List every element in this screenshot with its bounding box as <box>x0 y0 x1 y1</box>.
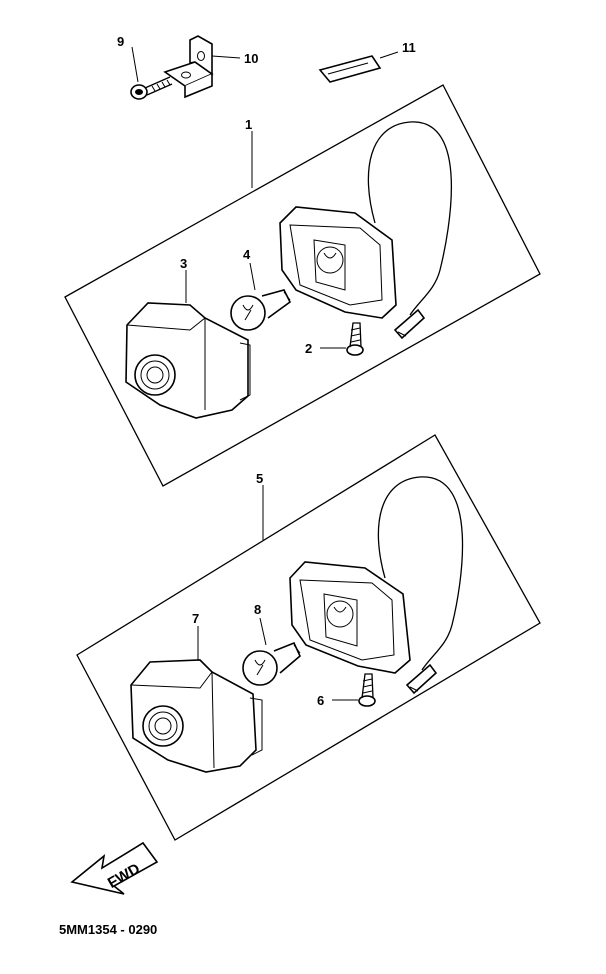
callout-7: 7 <box>192 611 199 626</box>
housing-lower <box>289 561 411 674</box>
lower-assembly-frame <box>76 434 541 841</box>
callout-6: 6 <box>317 693 324 708</box>
bulb-part-8 <box>242 641 301 686</box>
lens-part-7 <box>130 659 263 773</box>
callout-2: 2 <box>305 341 312 356</box>
bracket-part-10 <box>163 35 214 99</box>
tag-part-11 <box>318 55 382 83</box>
drawing-code: 5MM1354 - 0290 <box>59 922 157 937</box>
callout-9: 9 <box>117 34 124 49</box>
wire-upper <box>367 121 453 340</box>
callout-10: 10 <box>244 51 258 66</box>
bulb-part-4 <box>230 289 292 331</box>
upper-assembly-frame <box>64 84 541 487</box>
forward-arrow-icon: FWD <box>70 841 159 895</box>
callout-3: 3 <box>180 256 187 271</box>
screw-part-6 <box>358 673 376 707</box>
lens-part-3 <box>125 302 251 419</box>
screw-part-2 <box>346 322 364 356</box>
callout-1: 1 <box>245 117 252 132</box>
callout-11: 11 <box>402 40 416 55</box>
callout-5: 5 <box>256 471 263 486</box>
callout-4: 4 <box>243 247 251 262</box>
callout-8: 8 <box>254 602 261 617</box>
screw-part-9 <box>130 76 173 100</box>
housing-upper <box>279 206 397 319</box>
wire-lower <box>377 476 464 695</box>
